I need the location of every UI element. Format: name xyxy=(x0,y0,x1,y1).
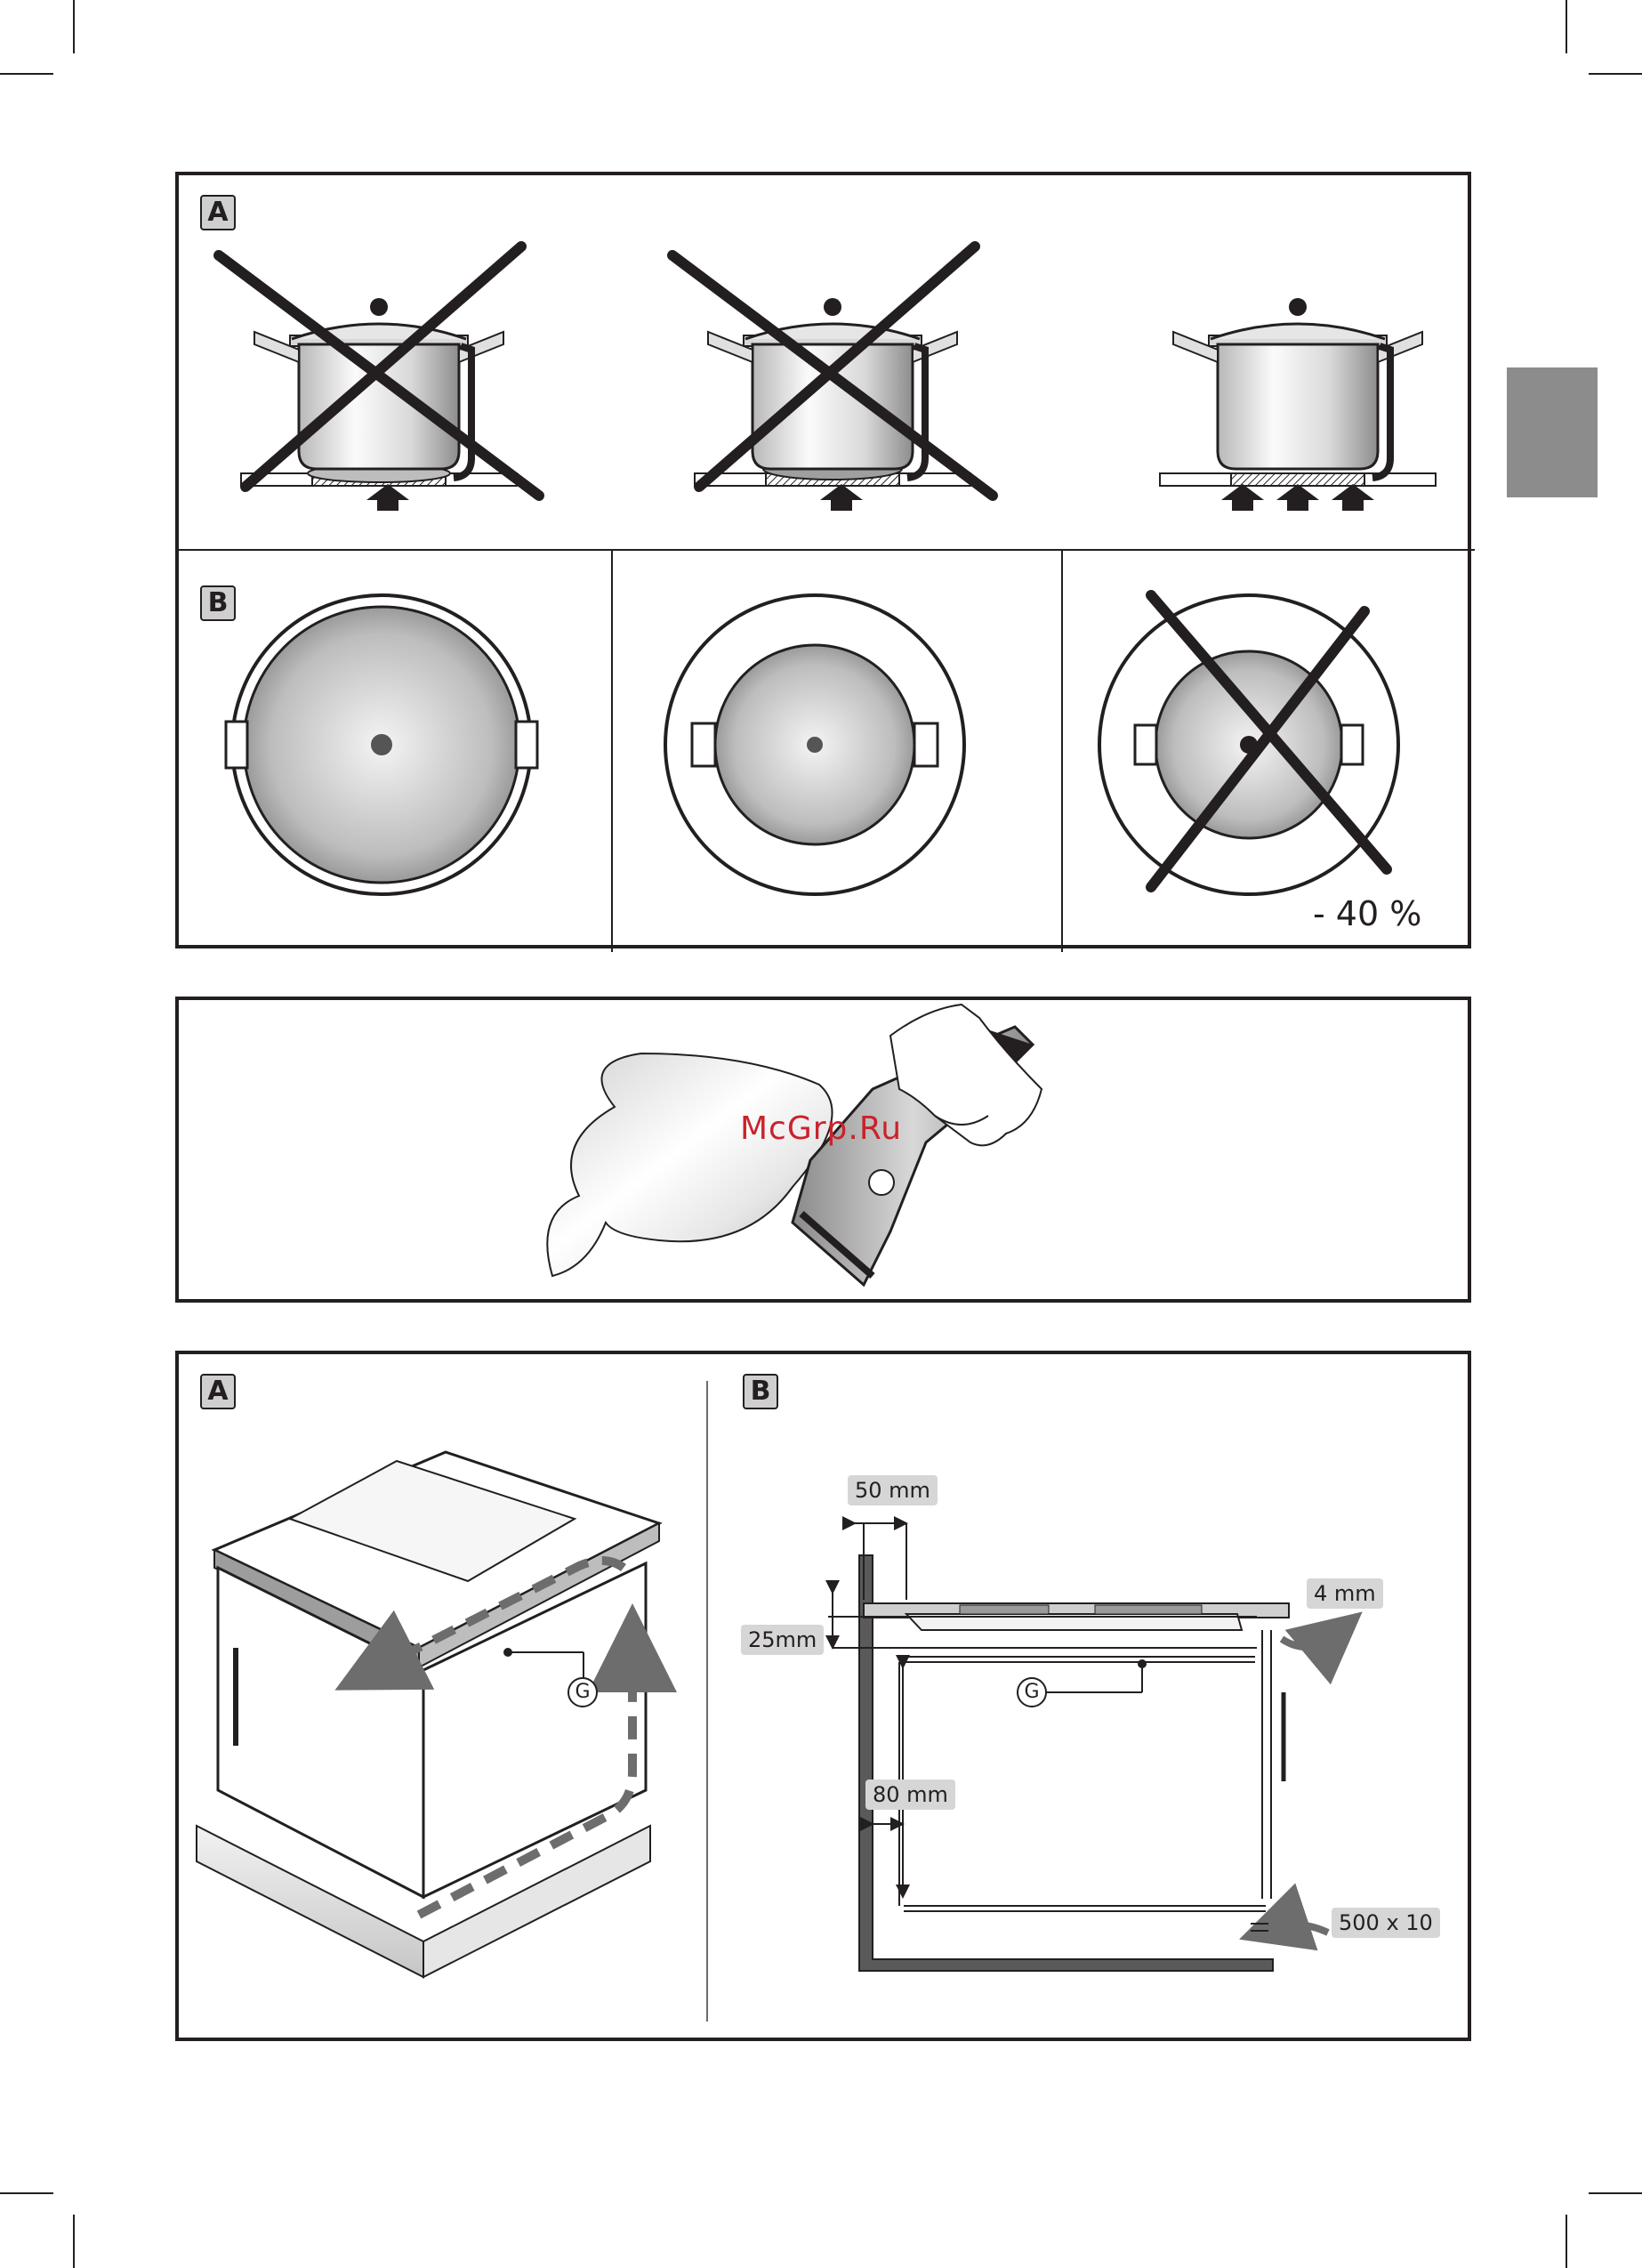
dim-depth: 25mm xyxy=(741,1625,824,1655)
crop-mark xyxy=(1566,0,1567,53)
section-b-badge: B xyxy=(200,585,236,621)
pan-too-small-on-zone xyxy=(1099,595,1398,894)
cleaning-panel: McGrp.Ru xyxy=(175,997,1471,1303)
scraper-illustration xyxy=(179,1000,1475,1306)
chapter-tab xyxy=(1507,367,1598,497)
cabinet-section xyxy=(828,1523,1335,1971)
vent-marker-g: G xyxy=(1017,1677,1047,1707)
crop-mark xyxy=(1589,73,1642,75)
cookware-panel: A B - 40 % xyxy=(175,172,1471,948)
cookware-illustration xyxy=(179,175,1475,952)
pot-correct xyxy=(1160,298,1436,511)
dim-top-clearance: 50 mm xyxy=(848,1475,938,1505)
dim-bottom-opening: 500 x 10 xyxy=(1332,1908,1440,1938)
installation-illustration xyxy=(179,1354,1475,2045)
dim-wall-gap: 80 mm xyxy=(865,1780,955,1810)
pan-medium-on-zone xyxy=(665,595,964,894)
crop-mark xyxy=(73,0,75,53)
crop-mark xyxy=(1589,2192,1642,2194)
crop-mark xyxy=(0,73,53,75)
dim-front-gap: 4 mm xyxy=(1307,1578,1383,1609)
section-a-badge: A xyxy=(200,195,236,230)
crop-mark xyxy=(73,2215,75,2268)
section-b-badge: B xyxy=(743,1374,778,1409)
pot-warped-base xyxy=(672,246,993,511)
pan-large-on-zone xyxy=(226,595,537,894)
cabinet-isometric xyxy=(197,1452,659,1977)
crop-mark xyxy=(0,2192,53,2194)
section-a-badge: A xyxy=(200,1374,236,1409)
watermark: McGrp.Ru xyxy=(740,1110,902,1147)
crop-mark xyxy=(1566,2215,1567,2268)
installation-panel: A B G G 50 mm 4 mm 25mm 80 mm 500 x 10 xyxy=(175,1351,1471,2041)
pot-too-small-burner-large xyxy=(219,246,539,511)
vent-marker-g: G xyxy=(567,1677,598,1707)
efficiency-reduction-label: - 40 % xyxy=(1313,894,1421,933)
